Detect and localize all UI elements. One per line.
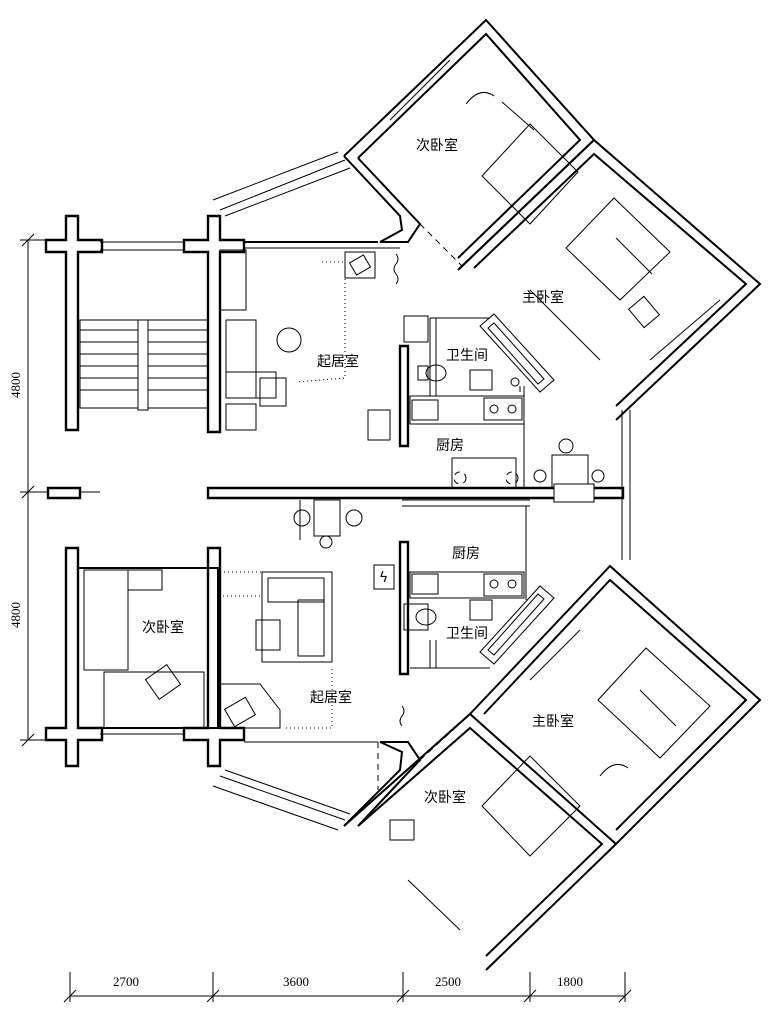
central-spine: [293, 410, 631, 560]
dimension-label-1800: 1800: [557, 974, 583, 989]
upper-kitchen-area: [409, 386, 605, 489]
dimension-label-lower: 4800: [8, 602, 23, 628]
dimension-label-2700: 2700: [113, 974, 139, 989]
lower-secondary-bedroom-label: 次卧室: [142, 619, 184, 636]
dimension-label-upper: 4800: [8, 372, 23, 398]
upper-secondary-bedroom: [343, 18, 596, 271]
structural-columns: [44, 214, 625, 768]
lower-kitchen-label: 厨房: [452, 546, 480, 562]
upper-balcony: [79, 151, 351, 411]
lower-balcony: [212, 769, 351, 831]
dimension-label-3600: 3600: [283, 974, 309, 989]
lower-kitchen-area: [409, 520, 527, 600]
upper-living-room-area: [219, 241, 400, 441]
lower-living-room-label: 起居室: [310, 689, 352, 706]
lower-secondary-bedroom-area: [77, 567, 219, 735]
dashed-guides: [377, 386, 521, 790]
upper-master-bedroom-label: 主卧室: [522, 289, 564, 306]
lower-bathroom-label: 卫生间: [446, 626, 488, 642]
upper-bathroom-label: 卫生间: [446, 348, 488, 364]
upper-master-bedroom: [459, 138, 762, 421]
upper-living-room-label: 起居室: [317, 353, 359, 370]
lower-secondary-bedroom-right: [343, 712, 618, 971]
lower-master-bedroom: [469, 564, 762, 845]
dimension-lines-horizontal: [63, 972, 632, 1003]
dimension-label-2500: 2500: [435, 974, 461, 989]
upper-secondary-bedroom-label: 次卧室: [416, 137, 458, 154]
upper-kitchen-label: 厨房: [436, 438, 464, 454]
lower-living-room-area: [219, 564, 405, 743]
lower-electric-panel-symbol: ϟ: [379, 570, 388, 586]
dimension-lines-vertical: [20, 233, 100, 747]
lower-master-bedroom-label: 主卧室: [532, 713, 574, 730]
lower-bathroom-area: [403, 585, 555, 669]
upper-bathroom-area: [403, 313, 555, 396]
lower-secondary-bedroom-right-label: 次卧室: [424, 789, 466, 806]
